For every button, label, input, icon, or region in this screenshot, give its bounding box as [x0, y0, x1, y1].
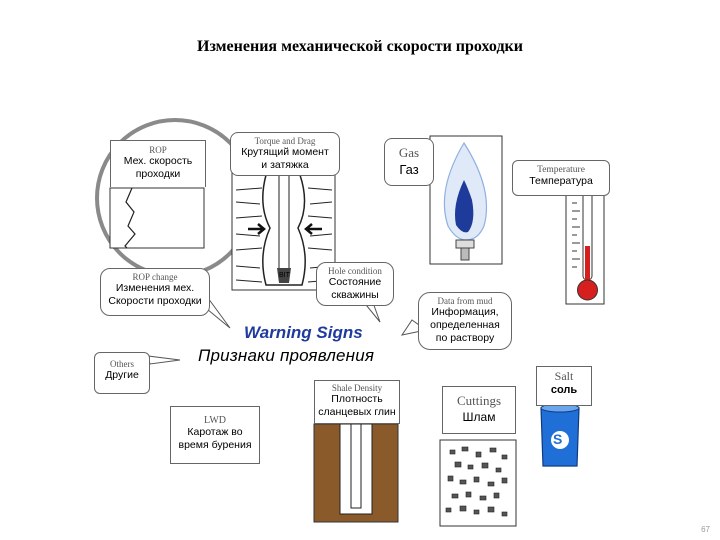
cuttings-ru-label: Шлам: [462, 410, 496, 424]
salt-can-letter: S: [553, 431, 563, 447]
shale-ru-line2: сланцевых глин: [318, 406, 396, 418]
temperature-en-label: Temperature: [537, 165, 585, 175]
mud-en-label: Data from mud: [437, 296, 493, 306]
hole-condition-callout: Hole condition Состояние скважины: [316, 262, 394, 306]
arrow-left-icon: [304, 223, 322, 235]
rop-ru-line2: проходки: [135, 168, 181, 180]
hole-en-label: Hole condition: [328, 266, 382, 276]
cuttings-en-label: Cuttings: [456, 393, 502, 408]
others-ru-label: Другие: [105, 369, 139, 381]
temperature-box: Temperature Температура: [512, 160, 610, 196]
torque-en-label: Torque and Drag: [254, 136, 316, 146]
rop-change-ru-line2: Скорости проходки: [108, 295, 202, 307]
gas-en-label: Gas: [398, 145, 420, 160]
cuttings-box: Cuttings Шлам: [442, 386, 516, 434]
temperature-ru-label: Температура: [529, 175, 593, 187]
mud-ru-line1: Информация,: [431, 306, 499, 318]
rop-change-callout: ROP change Изменения мех. Скорости прохо…: [100, 268, 210, 316]
hole-ru-line2: скважины: [331, 289, 379, 301]
rop-box: ROP Мех. скорость проходки: [110, 140, 206, 187]
gas-ru-label: Газ: [399, 162, 419, 177]
torque-ru-line2: и затяжка: [261, 159, 309, 171]
hole-ru-line1: Состояние: [328, 276, 382, 288]
torque-callout: Torque and Drag Крутящий момент и затяжк…: [230, 132, 340, 176]
shale-ru-line1: Плотность: [331, 393, 383, 405]
warning-signs-ru: Признаки проявления: [198, 346, 375, 365]
mud-ru-line2: определенная: [430, 319, 500, 331]
mud-ru-line3: по раствору: [435, 332, 495, 344]
shale-density-box: Shale Density Плотность сланцевых глин: [314, 380, 400, 424]
flame-inner: [455, 180, 474, 233]
gas-box: Gas Газ: [384, 138, 434, 186]
thermo-mercury: [585, 246, 590, 286]
rop-chart-frame: [109, 187, 205, 249]
burner-stem: [460, 247, 470, 261]
rop-change-en-label: ROP change: [132, 272, 178, 282]
lwd-box: LWD Каротаж во время бурения: [170, 406, 260, 464]
rop-en-label: ROP: [149, 145, 167, 155]
lwd-en-label: LWD: [203, 415, 227, 426]
page-number: 67: [701, 525, 710, 534]
salt-box: Salt соль: [536, 366, 592, 406]
others-en-label: Others: [110, 359, 134, 369]
arrow-right-icon: [248, 223, 266, 235]
salt-can-emblem: [551, 431, 569, 449]
drill-string: [278, 174, 290, 271]
warning-signs-en: Warning Signs: [244, 323, 363, 342]
drill-bit: [277, 268, 291, 283]
thermo-bulb: [577, 279, 598, 301]
mud-callout: Data from mud Информация, определенная п…: [418, 292, 512, 350]
bit-label: BIT: [279, 272, 290, 279]
burner-top: [455, 239, 475, 249]
salt-ru-label: соль: [550, 384, 578, 396]
page-title: Изменения механической скорости проходки: [197, 38, 523, 55]
rop-change-ru-line1: Изменения мех.: [115, 282, 195, 294]
shale-en-label: Shale Density: [331, 383, 383, 393]
salt-en-label: Salt: [554, 369, 574, 383]
lwd-ru-line1: Каротаж во: [187, 426, 243, 438]
rop-ru-line1: Мех. скорость: [123, 155, 193, 167]
torque-ru-line1: Крутящий момент: [241, 146, 329, 158]
shale-pipe: [350, 423, 362, 509]
rop-chart-line: [124, 187, 136, 249]
cuttings-chips: [445, 446, 508, 517]
others-box: Others Другие: [94, 352, 150, 394]
others-callout-tail: [147, 355, 181, 365]
lwd-ru-line2: время бурения: [178, 439, 252, 451]
